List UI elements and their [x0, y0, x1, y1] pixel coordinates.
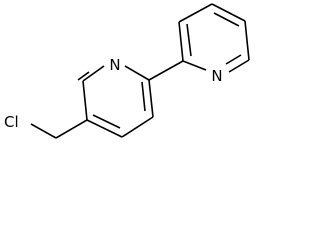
- bond: [141, 81, 146, 112]
- bond: [213, 12, 240, 27]
- ring-link-bond: [148, 60, 184, 81]
- bond: [178, 21, 184, 62]
- bond: [182, 60, 207, 71]
- bond: [244, 20, 250, 61]
- chloromethyl-group: [30, 119, 88, 139]
- bond: [86, 119, 123, 138]
- bond: [178, 3, 213, 23]
- bond: [124, 65, 150, 81]
- pyridine-ring-right: [178, 3, 250, 73]
- bond: [121, 116, 154, 138]
- bond: [228, 59, 250, 73]
- bond: [186, 23, 192, 57]
- atom-label-n-right: N: [211, 67, 222, 85]
- atom-label-cl: Cl: [4, 113, 19, 131]
- bond: [211, 3, 246, 22]
- pyridine-ring-left: [77, 65, 154, 138]
- bond: [30, 123, 57, 139]
- bond: [55, 119, 88, 139]
- bond: [225, 54, 242, 65]
- bond: [82, 80, 88, 121]
- bond: [77, 71, 90, 81]
- bond: [92, 114, 121, 129]
- structural-formula: N N Cl: [0, 0, 260, 148]
- background: [0, 0, 260, 148]
- atom-label-n-left: N: [109, 56, 120, 74]
- bond: [148, 79, 154, 118]
- bond: [82, 65, 105, 82]
